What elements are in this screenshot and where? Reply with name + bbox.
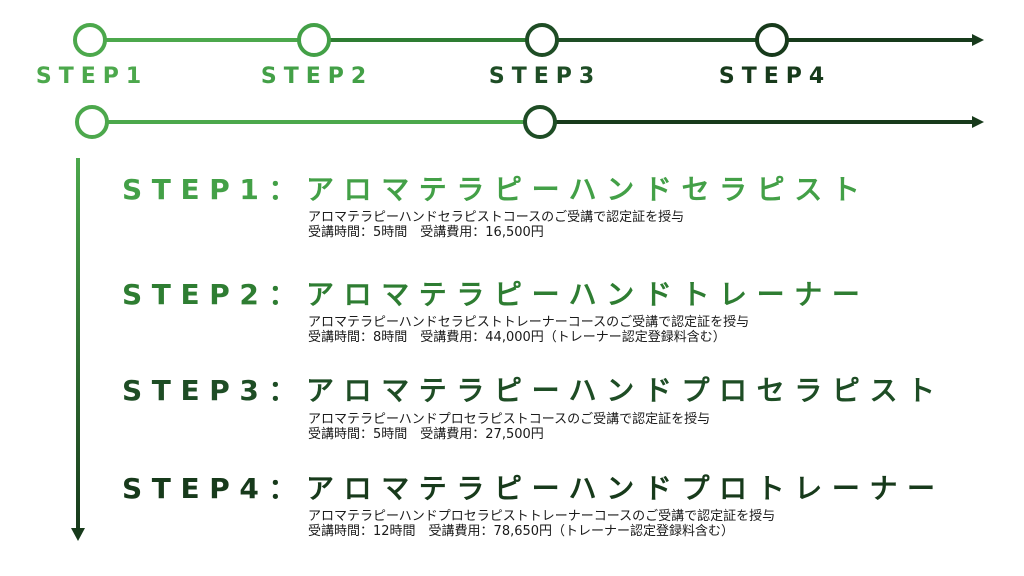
step4-description-text: アロマテラピーハンドプロセラピストトレーナーコースのご受講で認定証を授与 bbox=[308, 509, 776, 524]
top-timeline bbox=[73, 23, 984, 57]
vertical-arrow-shaft bbox=[76, 158, 80, 530]
step3-description: アロマテラピーハンドプロセラピストコースのご受講で認定証を授与 受講時間：5時間… bbox=[308, 412, 710, 442]
step4-description: アロマテラピーハンドプロセラピストトレーナーコースのご受講で認定証を授与 受講時… bbox=[308, 509, 775, 539]
step2-heading: STEP2：アロマテラピーハンドトレーナー bbox=[122, 278, 870, 311]
step4-label: STEP4 bbox=[718, 64, 832, 89]
step2-description-text: アロマテラピーハンドセラピストトレーナーコースのご受講で認定証を授与 bbox=[308, 315, 750, 330]
vertical-arrowhead bbox=[71, 528, 85, 541]
step1-heading: STEP1：アロマテラピーハンドセラピスト bbox=[122, 173, 870, 206]
step3-details-text: 受講時間：5時間 受講費用：27,500円 bbox=[308, 427, 544, 442]
step3-label: STEP3 bbox=[488, 64, 602, 89]
step2-label: STEP2 bbox=[260, 64, 374, 89]
second-timeline bbox=[75, 105, 984, 139]
step4-details-text: 受講時間：12時間 受講費用：78,650円（トレーナー認定登録料含む） bbox=[308, 524, 735, 539]
step1-node bbox=[73, 23, 107, 57]
step3-heading: STEP3：アロマテラピーハンドプロセラピスト bbox=[122, 374, 945, 407]
step3-description-text: アロマテラピーハンドプロセラピストコースのご受講で認定証を授与 bbox=[308, 412, 711, 427]
vertical-arrow bbox=[71, 158, 85, 541]
timeline2-mid-node bbox=[523, 105, 557, 139]
step4-node bbox=[755, 23, 789, 57]
step1-description-text: アロマテラピーハンドセラピストコースのご受講で認定証を授与 bbox=[308, 210, 685, 225]
timeline2-arrowhead bbox=[972, 116, 984, 128]
step2-node bbox=[297, 23, 331, 57]
step2-details-text: 受講時間：8時間 受講費用：44,000円（トレーナー認定登録料含む） bbox=[308, 330, 726, 345]
step4-heading: STEP4：アロマテラピーハンドプロトレーナー bbox=[122, 472, 945, 505]
step1-description: アロマテラピーハンドセラピストコースのご受講で認定証を授与 受講時間：5時間 受… bbox=[308, 210, 684, 240]
timeline2-start-node bbox=[75, 105, 109, 139]
step1-label: STEP1 bbox=[35, 64, 149, 89]
step3-node bbox=[525, 23, 559, 57]
timeline-arrowhead bbox=[972, 34, 984, 46]
step2-description: アロマテラピーハンドセラピストトレーナーコースのご受講で認定証を授与 受講時間：… bbox=[308, 315, 749, 345]
step1-details-text: 受講時間：5時間 受講費用：16,500円 bbox=[308, 225, 544, 240]
